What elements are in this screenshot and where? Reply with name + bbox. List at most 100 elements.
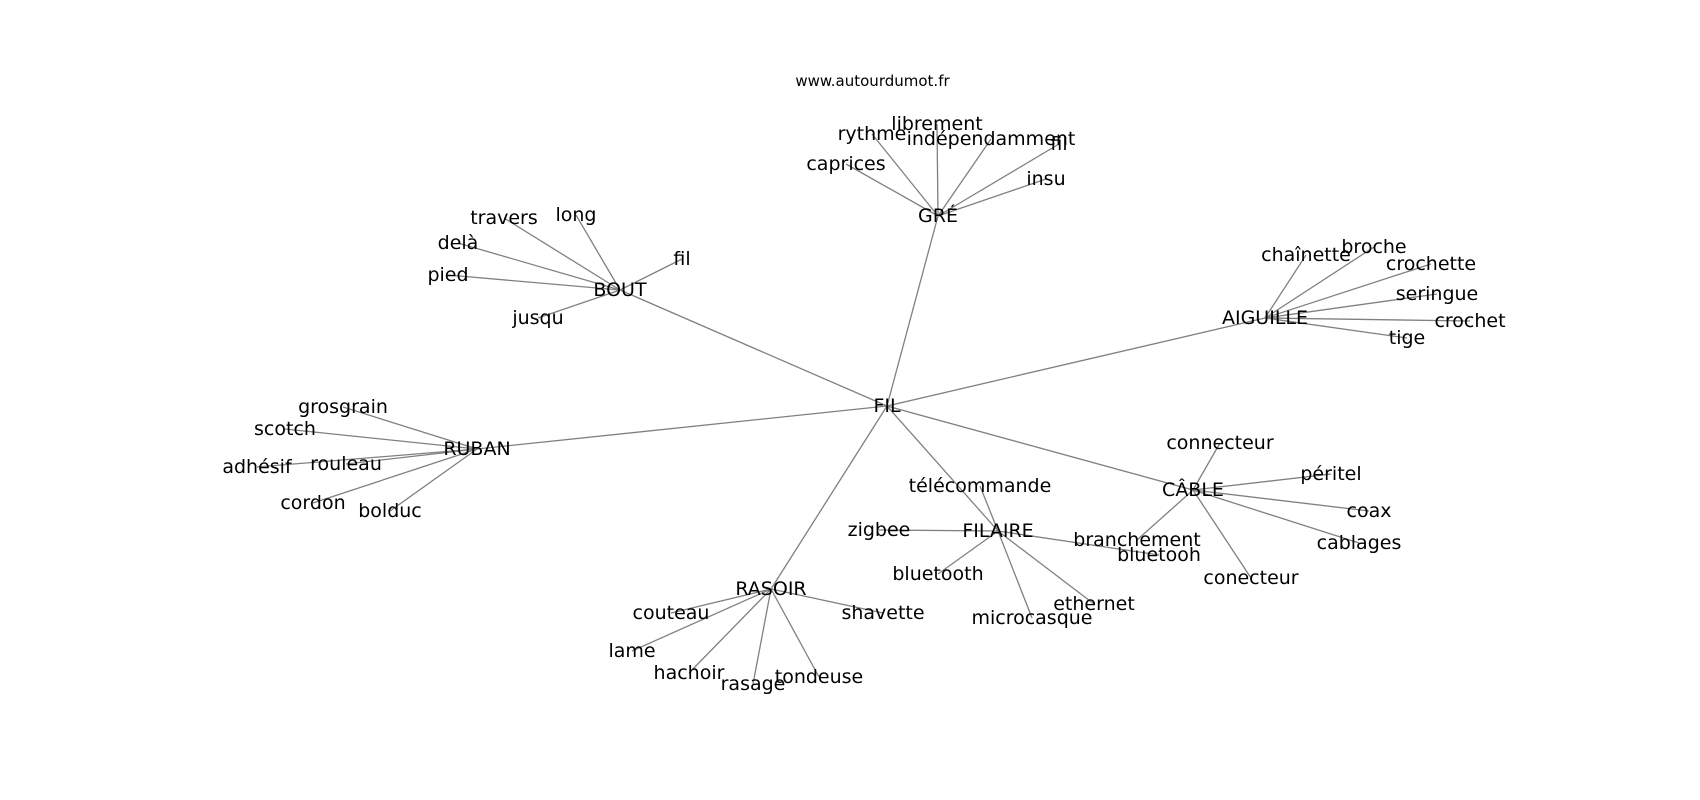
graph-edges	[256, 123, 1471, 685]
leaf-node-label: tige	[1389, 327, 1425, 349]
edge-ruban-leaf	[345, 448, 478, 465]
edge-filaire-leaf	[997, 530, 1033, 619]
edge-rasoir-leaf	[770, 588, 820, 678]
hub-node-label: CÂBLE	[1162, 478, 1224, 501]
edge-cable-leaf	[1192, 489, 1252, 579]
leaf-node-label: ethernet	[1053, 593, 1135, 615]
hub-node-label: RASOIR	[735, 578, 806, 600]
hub-node-label: RUBAN	[443, 438, 510, 460]
edge-filaire-leaf	[878, 529, 999, 532]
leaf-node-label: bluetooth	[892, 563, 983, 585]
edge-bout-leaf	[619, 258, 683, 291]
leaf-node-label: zigbee	[848, 519, 911, 541]
edge-center-ruban	[476, 405, 888, 450]
leaf-node-label: rythme	[838, 123, 907, 145]
edge-rasoir-leaf	[670, 588, 772, 614]
leaf-node-label: couteau	[633, 602, 710, 624]
edge-aiguille-leaf	[1264, 263, 1432, 319]
edge-ruban-leaf	[256, 448, 478, 468]
edge-center-bout	[619, 289, 888, 407]
edge-center-filaire	[886, 405, 999, 532]
leaf-node-label: travers	[470, 207, 538, 229]
leaf-node-label: seringue	[1396, 283, 1479, 305]
edge-filaire-leaf	[997, 530, 1095, 605]
edge-center-rasoir	[770, 405, 888, 590]
leaf-node-label: scotch	[254, 418, 316, 440]
leaf-node-label: delà	[438, 232, 479, 254]
edge-gre-leaf	[845, 163, 939, 217]
edge-gre-leaf	[937, 143, 1060, 217]
edge-rasoir-leaf	[752, 588, 772, 685]
edge-aiguille-leaf	[1264, 293, 1438, 319]
edge-ruban-leaf	[342, 406, 478, 450]
leaf-node-label: microcasque	[971, 607, 1092, 629]
leaf-node-label: insu	[1026, 168, 1065, 190]
edge-aiguille-leaf	[1264, 317, 1408, 339]
leaf-node-label: bluetooh	[1117, 544, 1201, 566]
edge-rasoir-leaf	[631, 588, 772, 652]
edge-gre-leaf	[937, 138, 992, 217]
edge-bout-leaf	[575, 214, 621, 291]
edge-ruban-leaf	[284, 428, 478, 450]
edge-cable-leaf	[1192, 473, 1332, 491]
hub-node-label: AIGUILLE	[1222, 307, 1308, 329]
leaf-node-label: télécommande	[909, 475, 1052, 497]
edge-bout-leaf	[447, 274, 621, 291]
leaf-node-label: long	[555, 204, 596, 226]
edge-rasoir-leaf	[688, 588, 772, 674]
leaf-node-label: crochet	[1434, 310, 1505, 332]
edge-filaire-leaf	[997, 530, 1160, 556]
leaf-node-label: indépendamment	[907, 128, 1076, 150]
leaf-node-label: péritel	[1300, 463, 1361, 485]
leaf-node-label: caprices	[806, 153, 885, 175]
edge-filaire-leaf	[979, 485, 999, 532]
leaf-node-label: broche	[1341, 236, 1406, 258]
leaf-node-label: pied	[427, 264, 468, 286]
edge-center-cable	[886, 405, 1194, 491]
leaf-node-label: coax	[1347, 500, 1392, 522]
edge-cable-leaf	[1192, 442, 1221, 491]
leaf-node-label: branchement	[1073, 529, 1200, 551]
leaf-node-label: rouleau	[310, 453, 382, 475]
edge-gre-leaf	[871, 133, 939, 217]
edge-aiguille-leaf	[1264, 254, 1307, 319]
edge-ruban-leaf	[389, 448, 478, 512]
center-node-label: FIL	[873, 395, 901, 417]
hub-node-label: FILAIRE	[962, 520, 1033, 542]
leaf-node-label: lame	[608, 640, 655, 662]
leaf-node-label: chaînette	[1261, 244, 1351, 266]
edge-cable-leaf	[1192, 489, 1370, 512]
leaf-node-label: cordon	[280, 492, 345, 514]
site-watermark: www.autourdumot.fr	[795, 72, 950, 90]
hub-node-label: BOUT	[593, 279, 647, 301]
leaf-node-label: bolduc	[358, 500, 422, 522]
edge-bout-leaf	[537, 289, 621, 319]
leaf-node-label: rasage	[721, 673, 786, 695]
hub-node-label: GRÉ	[918, 204, 958, 227]
edge-center-gre	[886, 215, 939, 407]
leaf-node-label: hachoir	[654, 662, 725, 684]
leaf-node-label: tondeuse	[775, 666, 864, 688]
edge-aiguille-leaf	[1264, 317, 1471, 322]
leaf-node-label: connecteur	[1166, 432, 1273, 454]
leaf-node-label: adhésif	[222, 456, 293, 478]
leaf-node-label: fil	[673, 248, 690, 270]
leaf-node-label: jusqu	[511, 307, 563, 329]
edge-center-aiguille	[886, 317, 1266, 407]
leaf-node-label: librement	[891, 113, 982, 135]
leaf-node-label: grosgrain	[298, 396, 388, 418]
edge-bout-leaf	[457, 242, 621, 291]
edge-cable-leaf	[1136, 489, 1194, 541]
leaf-node-label: crochette	[1386, 253, 1476, 275]
edge-bout-leaf	[503, 217, 621, 291]
edge-gre-leaf	[937, 178, 1047, 217]
edge-ruban-leaf	[312, 448, 478, 504]
leaf-node-label: cablages	[1317, 532, 1402, 554]
edge-cable-leaf	[1192, 489, 1360, 544]
leaf-node-label: conecteur	[1203, 567, 1298, 589]
edge-rasoir-leaf	[770, 588, 884, 614]
edge-gre-leaf	[936, 123, 939, 217]
edge-filaire-leaf	[937, 530, 999, 575]
